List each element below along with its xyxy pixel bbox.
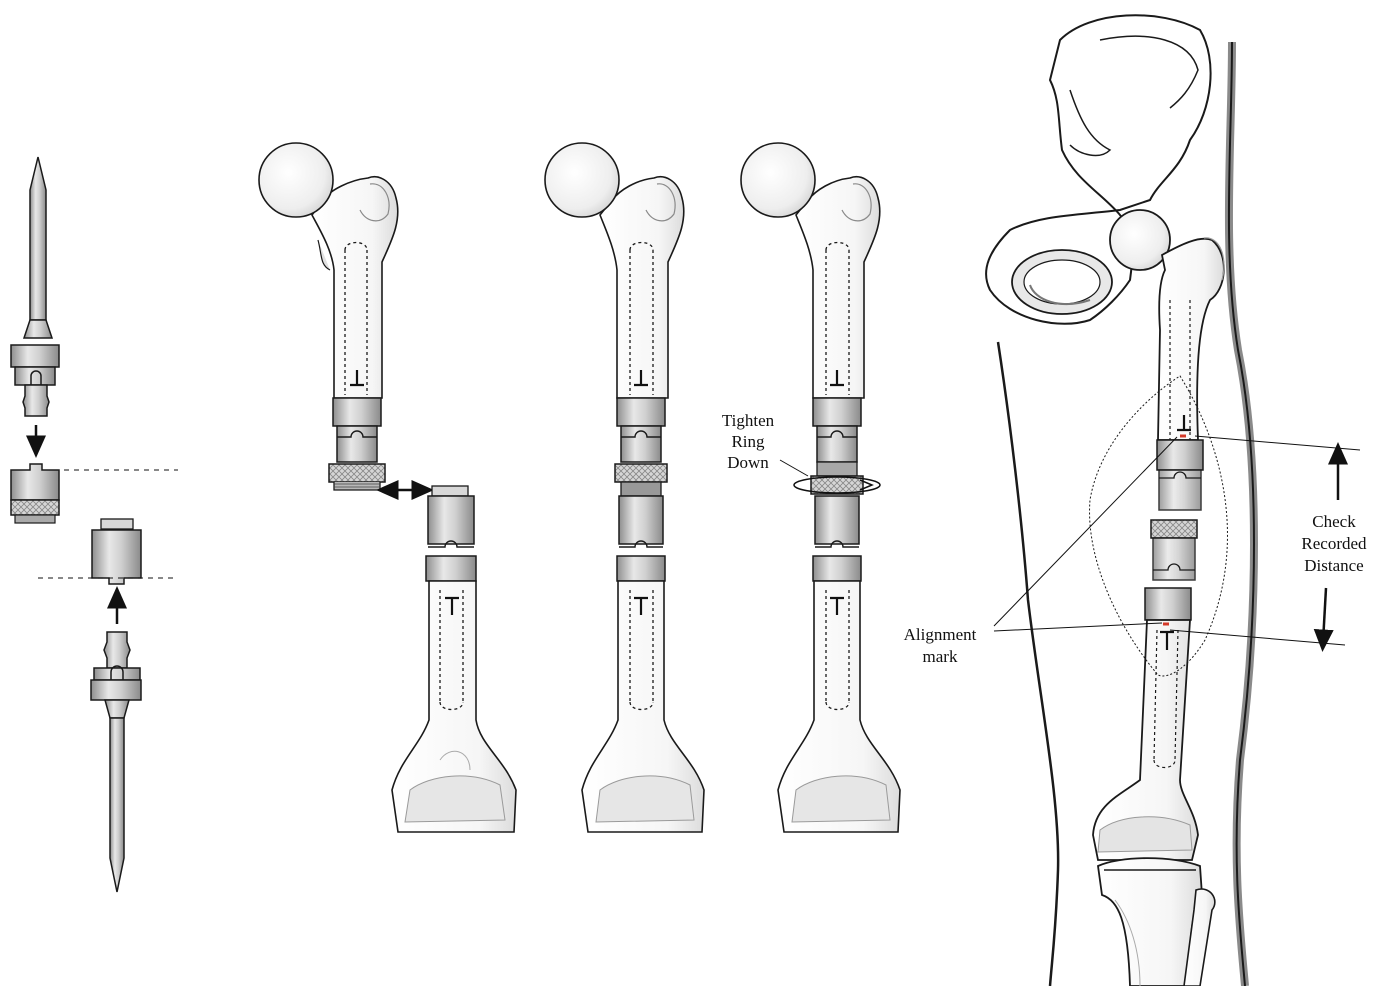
femur-1-lower-nail-body (426, 486, 476, 581)
tighten-leader-line (780, 460, 808, 476)
check-label-line-2: Recorded (1301, 534, 1367, 553)
coupling-ring-piece (11, 464, 59, 523)
alignment-label-line-1: Alignment (904, 625, 977, 644)
measure-line-bottom (1170, 630, 1345, 645)
alignment-leader-bottom (994, 623, 1162, 631)
lower-nail-rod (91, 632, 141, 892)
tighten-label-line-1: Tighten (722, 411, 775, 430)
alignment-label-line-2: mark (923, 647, 958, 666)
measure-line-top (1195, 436, 1360, 450)
tibia-fibula (1098, 858, 1215, 986)
receiver-piece (92, 519, 141, 584)
femur-1-upper-nail-body (329, 398, 385, 490)
tighten-label-line-2: Ring (731, 432, 765, 451)
right-femur (1093, 210, 1224, 860)
femur-2 (545, 143, 704, 832)
tighten-label-line-3: Down (727, 453, 769, 472)
upper-nail-rod (11, 157, 59, 416)
measure-arrow-down (1323, 588, 1326, 642)
check-label-line-3: Distance (1304, 556, 1363, 575)
check-label-line-1: Check (1312, 512, 1356, 531)
femur-1-distal (392, 581, 516, 832)
femur-1-proximal (259, 143, 398, 398)
femur-3 (741, 143, 900, 832)
